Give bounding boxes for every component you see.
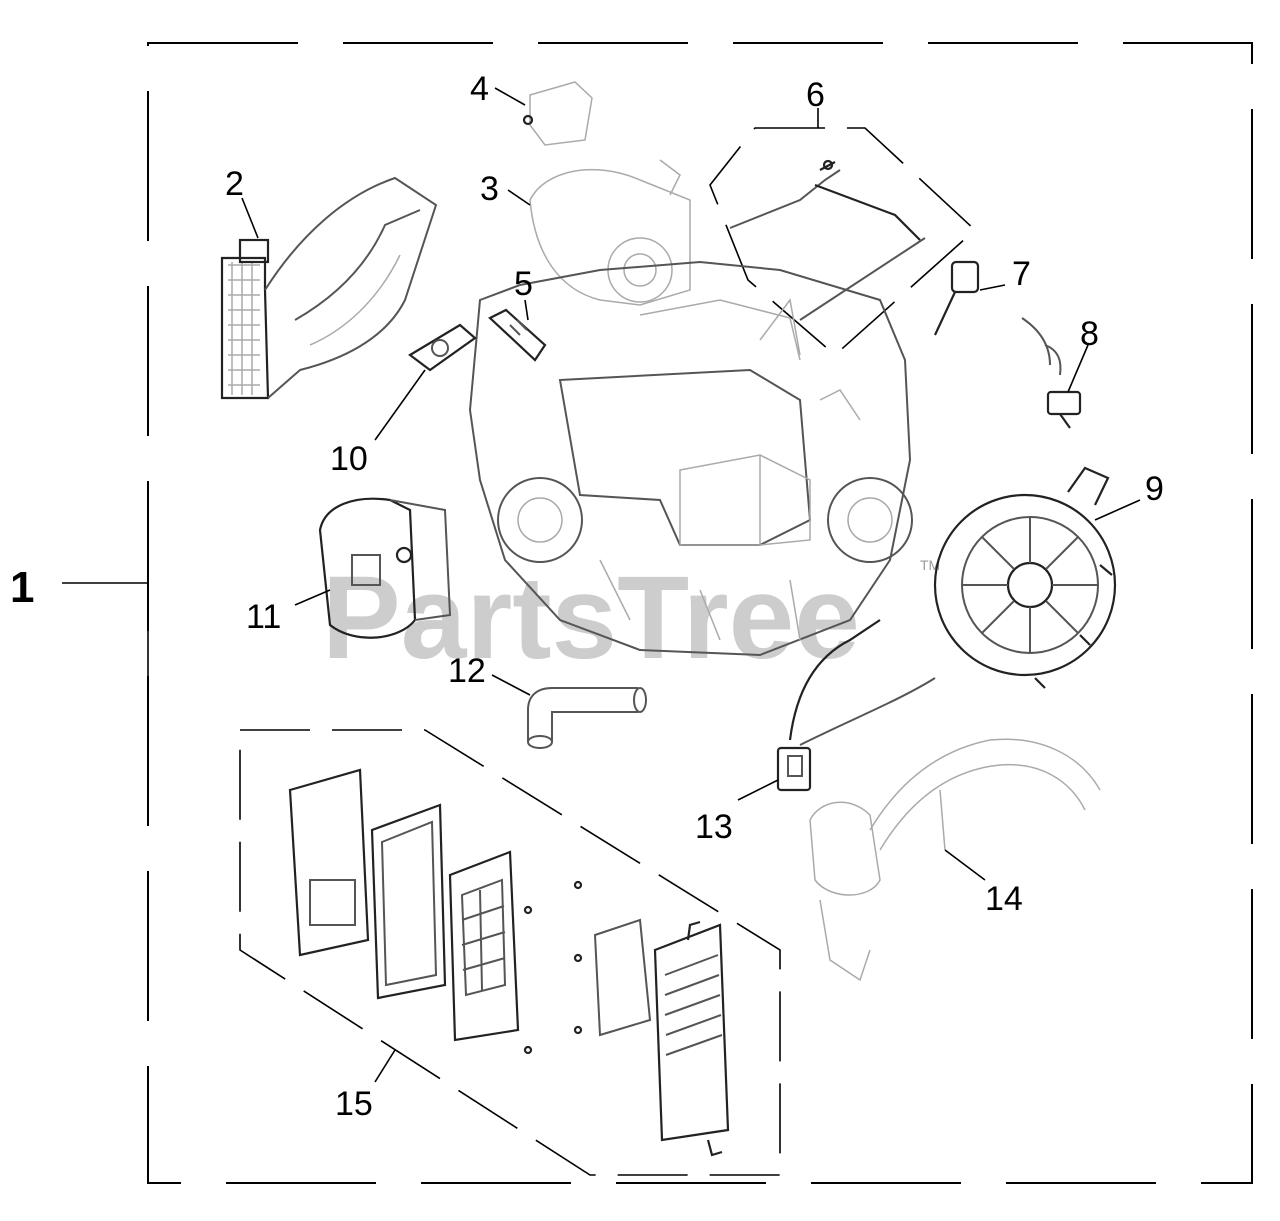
leader-3 [507,189,531,206]
part-13-fuel-valve [776,619,936,792]
part-5-spark-plug [488,308,547,362]
callout-6: 6 [806,76,825,114]
part-8-sensor [1021,317,1082,429]
callout-2: 2 [225,165,244,203]
callout-4: 4 [470,70,489,108]
leader-15 [374,1049,396,1083]
callout-13: 13 [695,808,733,846]
leader-7 [979,284,1006,291]
part-14-carburetor [809,738,1101,982]
part-7-dipstick [934,260,980,336]
watermark: PartsTree [322,552,860,684]
part-3-starter [529,159,691,306]
part-11-muffler [318,497,452,639]
part-15-air-filter-kit [239,729,781,1176]
callout-9: 9 [1145,470,1164,508]
callout-8: 8 [1080,315,1099,353]
leader-12 [491,674,531,696]
leader-10 [374,369,426,441]
part-9-recoil-starter [933,466,1117,689]
part-6-linkage [709,127,977,357]
leader-4 [494,87,526,106]
leader-9 [1094,499,1141,521]
callout-5: 5 [514,265,533,303]
leader-14 [944,849,986,881]
part-12-hose [527,687,647,749]
leader-13 [737,779,779,801]
callout-15: 15 [335,1085,373,1123]
watermark-tm: TM [920,557,940,573]
callout-14: 14 [985,880,1023,918]
leader-5 [524,299,529,321]
part-4-bracket [522,81,593,146]
leader-2 [241,197,259,239]
callout-assembly-1: 1 [10,563,34,612]
callout-12: 12 [448,652,486,690]
engine-block [468,260,913,657]
leader-8 [1067,344,1089,393]
leader-11 [294,589,331,606]
part-10-gasket [408,323,477,372]
callout-11: 11 [246,598,281,636]
callout-3: 3 [480,170,499,208]
callout-10: 10 [330,440,368,478]
callout-7: 7 [1012,255,1031,293]
part-2-shroud [220,176,438,400]
